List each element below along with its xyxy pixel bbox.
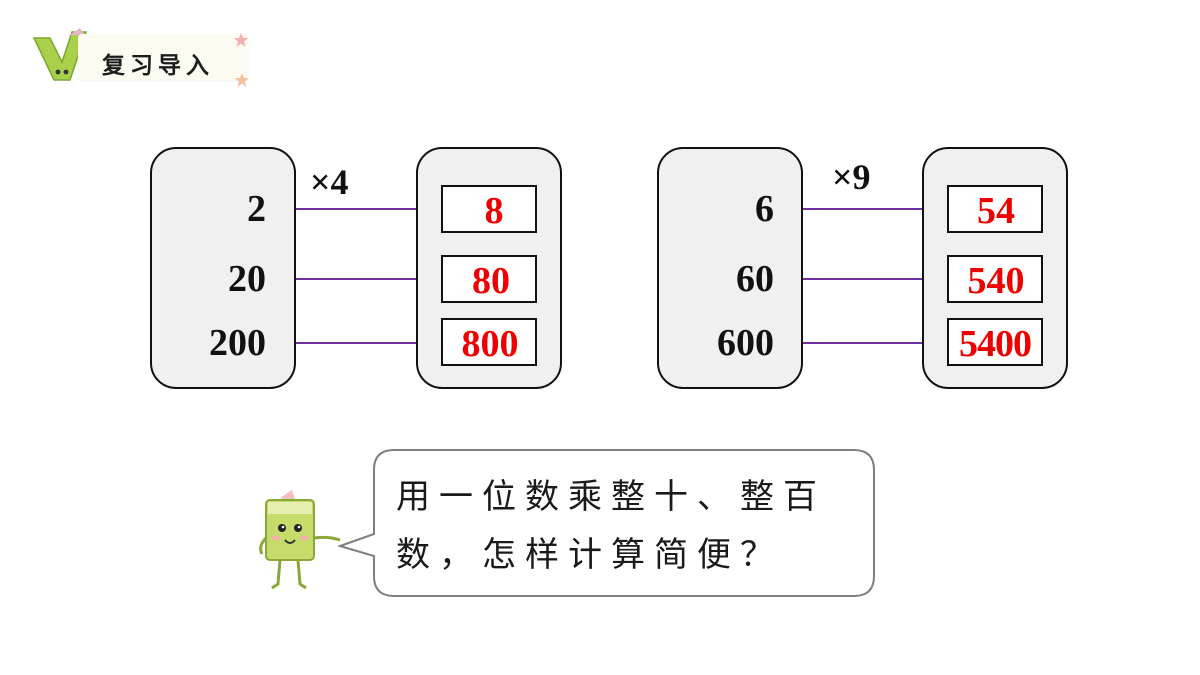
question-text: 用一位数乘整十、整百数，怎样计算简便？ — [396, 477, 826, 575]
answer-box — [441, 185, 537, 233]
answer-value: 8 — [484, 190, 504, 232]
input-number: 60 — [736, 258, 774, 300]
operator-label: ×9 — [832, 157, 871, 197]
input-number: 600 — [717, 322, 774, 364]
answer-box — [947, 318, 1043, 366]
header-panel — [78, 34, 248, 80]
answer-value: 540 — [967, 260, 1025, 302]
input-number: 200 — [209, 322, 266, 364]
star-icon — [235, 73, 249, 87]
answer-box — [947, 255, 1043, 303]
speech-bubble-shape — [338, 449, 875, 597]
speech-bubble: 用一位数乘整十、整百数，怎样计算简便？ — [338, 448, 875, 598]
answer-value: 5400 — [959, 323, 1032, 365]
star-icon — [234, 33, 248, 47]
answer-box — [947, 185, 1043, 233]
input-number: 6 — [755, 188, 774, 230]
input-number: 2 — [247, 188, 266, 230]
answer-box — [441, 318, 537, 366]
section-header: 复习导入 — [28, 26, 252, 88]
page-title: 复习导入 — [102, 53, 214, 79]
answer-value: 80 — [472, 260, 510, 302]
input-set-right — [657, 147, 803, 389]
answer-value: 54 — [977, 190, 1015, 232]
input-set-left — [150, 147, 296, 389]
input-number: 20 — [228, 258, 266, 300]
operator-label: ×4 — [310, 162, 349, 202]
mascot-character — [259, 490, 341, 590]
answer-box — [441, 255, 537, 303]
answer-value: 800 — [461, 323, 519, 365]
